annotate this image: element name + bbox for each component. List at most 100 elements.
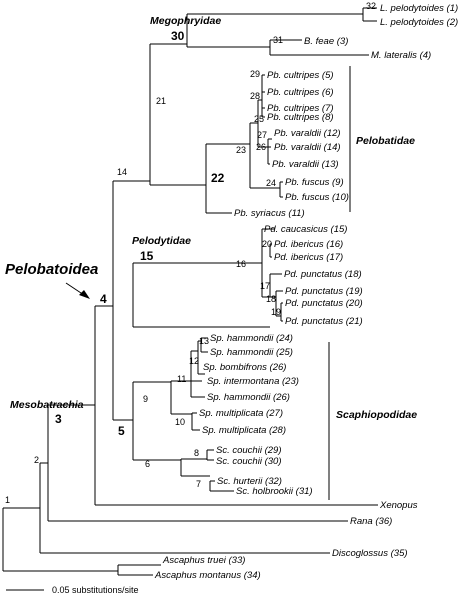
specimen-number: 33 xyxy=(232,555,243,566)
branch-node-23 xyxy=(249,122,280,189)
branch-root xyxy=(2,507,118,572)
node-number: 11 xyxy=(177,374,186,384)
leaf-label: Pb. syriacus (11) xyxy=(234,208,305,219)
node-number: 25 xyxy=(254,114,264,124)
species-name: Pb. fuscus xyxy=(285,192,330,203)
leaf-label: Pd. caucasicus (15) xyxy=(264,224,347,235)
branch-node-6 xyxy=(180,458,210,477)
closing-mark: ) xyxy=(454,3,458,14)
node-number: 21 xyxy=(156,96,166,106)
branch-node-17 xyxy=(269,273,282,298)
node-number: 27 xyxy=(257,130,267,140)
specimen-number: 34 xyxy=(247,570,258,581)
species-name: Sp. bombifrons xyxy=(203,362,267,373)
branch-node-13 xyxy=(200,337,208,353)
clade-label-mesobatrachia: Mesobatrachia xyxy=(10,399,84,411)
specimen-number: 30 xyxy=(268,456,279,467)
specimen-number: 27 xyxy=(268,408,280,419)
branch-node-9 xyxy=(170,380,202,415)
specimen-number: 26 xyxy=(272,362,284,373)
leaf-label: Pb. cultripes (5) xyxy=(267,70,334,81)
specimen-number: 3 xyxy=(340,36,346,47)
clade-label-megophryidae: Megophryidae xyxy=(150,15,221,27)
branch-node-32 xyxy=(362,7,377,22)
species-name: Ascaphus montanus xyxy=(154,570,241,581)
branch-node-16 xyxy=(132,262,270,328)
species-name: Sp. hammondii xyxy=(210,333,274,344)
specimen-number: 26 xyxy=(275,392,287,403)
branch-node-8 xyxy=(206,449,214,461)
leaf-label: Sc. couchii (29) xyxy=(216,445,282,456)
node-numbers: 32 31 29 28 27 26 25 24 23 21 14 20 17 1… xyxy=(5,1,376,505)
specimen-number: 15 xyxy=(334,224,345,235)
node-number: 2 xyxy=(34,455,39,465)
species-name: Pb. fuscus xyxy=(285,177,330,188)
leaf-label: Pb. fuscus (10) xyxy=(285,192,349,203)
node-number: 32 xyxy=(366,1,376,11)
node-number: 8 xyxy=(194,448,199,458)
clade-labels: Megophryidae Pelobatidae Pelodytidae Pel… xyxy=(5,15,417,421)
leaf-label: Sp. hammondii (24) xyxy=(210,333,293,344)
species-name: M. lateralis xyxy=(371,50,417,61)
leaf-label: Sp. multiplicata (28) xyxy=(202,425,286,436)
leaf-label: L. pelodytoides (1) xyxy=(380,3,458,14)
branch-node-10 xyxy=(191,412,200,431)
leaf-label: Pd. punctatus (21) xyxy=(285,316,363,327)
specimen-number: 24 xyxy=(278,333,290,344)
specimen-number: 2 xyxy=(449,17,456,28)
leaf-labels: L. pelodytoides (1) L. pelodytoides (2) … xyxy=(154,3,458,581)
major-node-number: 30 xyxy=(171,29,185,43)
species-name: Pd. punctatus xyxy=(285,286,343,297)
species-name: Sp. multiplicata xyxy=(202,425,266,436)
pelobatoidea-arrowhead xyxy=(79,290,90,299)
leaf-label: Sc. hurterii (32) xyxy=(217,476,282,487)
node-number: 23 xyxy=(236,145,246,155)
species-name: Rana xyxy=(350,516,373,527)
leaf-label: M. lateralis (4) xyxy=(371,50,431,61)
specimen-number: 20 xyxy=(348,298,360,309)
species-name: Sc. couchii xyxy=(216,456,263,467)
specimen-number: 18 xyxy=(348,269,359,280)
node-number: 6 xyxy=(145,459,150,469)
leaf-label: Ascaphus montanus (34) xyxy=(154,570,261,581)
branch-node-31 xyxy=(269,39,369,56)
specimen-number: 5 xyxy=(325,70,331,81)
branch-node-22 xyxy=(205,143,250,214)
specimen-number: 13 xyxy=(325,159,336,170)
species-name: Pb. cultripes xyxy=(267,87,320,98)
leaf-label: L. pelodytoides (2) xyxy=(380,17,458,28)
specimen-number: 21 xyxy=(348,316,360,327)
specimen-number: 29 xyxy=(267,445,279,456)
leaf-label: Pd. ibericus (16) xyxy=(274,239,343,250)
branch-node-11 xyxy=(190,350,205,398)
species-name: Pb. syriacus xyxy=(234,208,286,219)
specimen-number: 9 xyxy=(335,177,341,188)
species-name: L. pelodytoides xyxy=(380,3,444,14)
branch-node-14 xyxy=(112,180,150,421)
species-name: Sc. hurterii xyxy=(217,476,263,487)
leaf-label: Pb. varaldii (13) xyxy=(272,159,339,170)
branch-node-3 xyxy=(47,404,348,522)
specimen-number: 36 xyxy=(379,516,390,527)
species-name: Pd. punctatus xyxy=(284,269,342,280)
leaf-label: Rana (36) xyxy=(350,516,392,527)
species-name: Pd. punctatus xyxy=(285,298,343,309)
branch-node-30 xyxy=(186,13,363,48)
branch-node-18 xyxy=(275,290,283,317)
species-name: Sp. hammondii xyxy=(210,347,274,358)
species-name: Pb. cultripes xyxy=(267,70,320,81)
species-name: Discoglossus xyxy=(332,548,388,559)
node-number: 26 xyxy=(256,142,266,152)
leaf-label: Sp. bombifrons (26) xyxy=(203,362,286,373)
branch-node-21 xyxy=(149,43,206,186)
branch-node-27 xyxy=(267,138,272,165)
tree-branches xyxy=(2,7,378,572)
node-number: 13 xyxy=(199,336,209,346)
branch-node-29 xyxy=(261,74,265,118)
species-name: Pd. caucasicus xyxy=(264,224,328,235)
specimen-number: 31 xyxy=(299,486,310,497)
leaf-label: Sp. intermontana (23) xyxy=(207,376,299,387)
major-node-number: 3 xyxy=(55,412,62,426)
node-number: 29 xyxy=(250,69,260,79)
node-number: 19 xyxy=(271,307,281,317)
